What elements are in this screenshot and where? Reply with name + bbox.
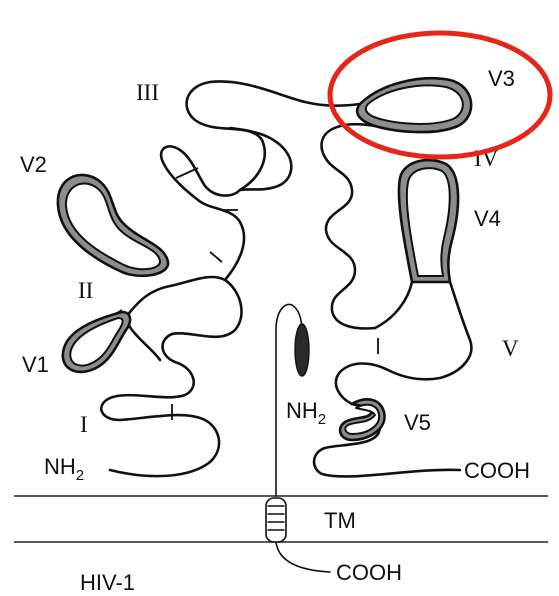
v2-loop — [58, 175, 168, 276]
gp41-fusion-peptide — [295, 324, 309, 376]
label-v3: V3 — [488, 66, 515, 91]
label-domain-iii: III — [136, 80, 159, 105]
label-organism: HIV-1 — [80, 570, 135, 595]
label-v5: V5 — [404, 410, 431, 435]
label-gp41-c-terminus: COOH — [336, 560, 402, 585]
v1-loop — [63, 312, 130, 372]
disulfide-bond-ii-top — [210, 252, 222, 262]
gp41-chain — [266, 304, 330, 572]
gp41-cytoplasmic-tail — [276, 542, 330, 572]
label-domain-i: I — [80, 412, 88, 437]
label-gp120-c-terminus: COOH — [464, 458, 530, 483]
gp120-domain-ii-segment — [127, 277, 241, 360]
label-gp41-n-terminus-sub: 2 — [318, 411, 326, 428]
gp120-domain-v-segment — [336, 267, 471, 404]
label-gp120-n-terminus-sub: 2 — [76, 467, 84, 484]
label-v1: V1 — [22, 352, 49, 377]
gp120-descending-coil — [322, 124, 375, 328]
gp120-upper-pocket — [161, 146, 244, 280]
label-gp120-n-terminus: NH2 — [44, 454, 84, 484]
label-domain-v: V — [502, 336, 519, 361]
label-v2: V2 — [20, 152, 47, 177]
v3-loop — [357, 78, 471, 132]
label-gp120-n-terminus-main: NH — [44, 454, 76, 479]
label-domain-ii: II — [78, 278, 93, 303]
gp120-domain-i-segment — [101, 334, 219, 476]
v4-loop — [399, 160, 458, 282]
label-transmembrane: TM — [324, 508, 356, 533]
label-gp41-n-terminus: NH2 — [286, 398, 326, 428]
label-v4: V4 — [474, 206, 501, 231]
gp120-domain-iii-segment — [187, 81, 360, 190]
disulfide-bond-pocket — [176, 168, 198, 178]
gp120-c-terminal-tail — [314, 404, 460, 476]
transmembrane-helix — [266, 498, 286, 542]
label-gp41-n-terminus-main: NH — [286, 398, 318, 423]
